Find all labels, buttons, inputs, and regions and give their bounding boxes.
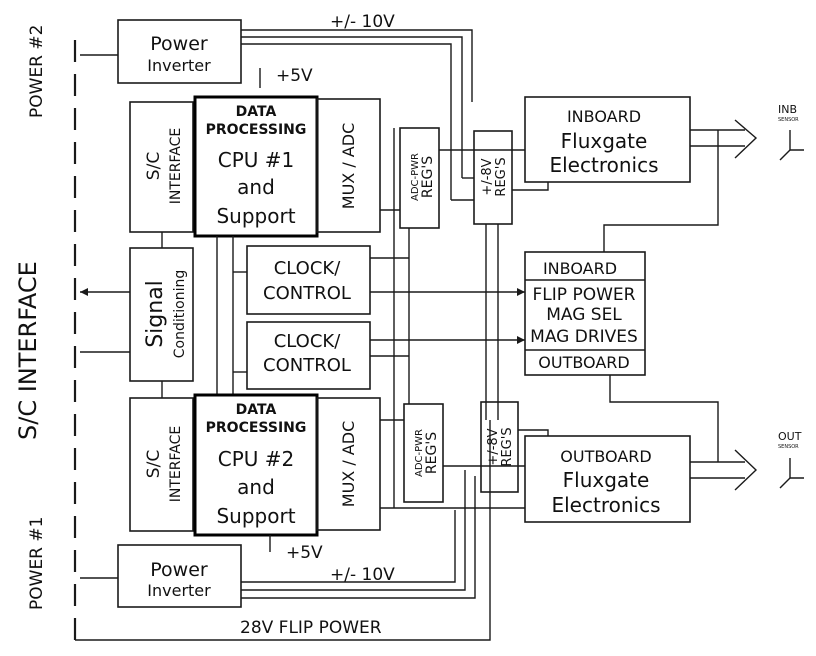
mux-adc-top — [316, 98, 381, 233]
cpu2-l2: PROCESSING — [206, 420, 307, 436]
outboard-fg-line2: Fluxgate — [563, 468, 650, 492]
flip-power-28v-line — [75, 420, 491, 641]
inb-sensor-label: INB — [778, 103, 797, 116]
rail-bottom-c — [241, 476, 476, 599]
cpu2-l1: DATA — [236, 402, 277, 418]
flip-box-r3: MAG SEL — [546, 305, 622, 325]
flip-box-r2: FLIP POWER — [533, 285, 636, 305]
inverter-top-line1: Power — [150, 33, 208, 55]
pm8-bottom-to-outboard — [518, 429, 549, 436]
out-chevron — [734, 449, 758, 491]
out-sensor-label: OUT — [778, 430, 802, 443]
mux-bottom-label: MUX / ADC — [339, 421, 358, 507]
signal-cond-line1: Signal — [143, 280, 168, 348]
clock-top-line1: CLOCK/ — [274, 258, 341, 279]
flip-power-mag-box — [524, 251, 646, 376]
flip-to-outboard — [609, 375, 719, 462]
flip-to-inboard — [603, 146, 719, 252]
cpu1-l5: Support — [216, 204, 295, 228]
inboard-fluxgate-box — [524, 96, 691, 183]
inb-sensor-axes — [789, 130, 804, 151]
inb-chevron — [734, 119, 758, 159]
pm8v-regs-bottom — [480, 401, 519, 493]
cpu2-l3: CPU #2 — [218, 447, 295, 471]
rail-bottom-5v: +5V — [286, 543, 323, 563]
pm8-top-line1: +/-8V — [480, 158, 495, 195]
inverter-top-line2: Inverter — [147, 56, 211, 75]
rail-top-a — [241, 29, 473, 102]
inb-sensor-sub: SENSOR — [778, 117, 799, 123]
pm8-bottom-line1: +/-8V — [486, 428, 501, 465]
out-sensor-sub: SENSOR — [778, 444, 799, 450]
out-sensor-axes — [789, 458, 804, 479]
clock-control-top — [246, 245, 371, 315]
adc-reg-top-line1: ADC-PWR — [410, 153, 421, 201]
sc-interface-side-label: S/C INTERFACE — [14, 261, 42, 440]
pm8-top-line2: REG'S — [494, 157, 509, 196]
arrow-flip-1 — [517, 288, 525, 296]
signal-cond-line2: Conditioning — [172, 270, 188, 358]
adc-reg-top-line2: REG'S — [420, 156, 436, 198]
adc-pwr-regs-top — [399, 127, 440, 229]
inverter-bottom-line1: Power — [150, 559, 208, 581]
adc-pwr-regs-bottom — [403, 403, 444, 503]
flip-box-r4: MAG DRIVES — [530, 327, 638, 347]
cpu1-l1: DATA — [236, 104, 277, 120]
rail-top-c — [241, 43, 452, 200]
inb-sensor-diag — [779, 149, 791, 161]
sigcond-arrow-left — [80, 288, 88, 296]
cpu1-l4: and — [237, 175, 275, 199]
pm8-top-to-inboard — [512, 182, 549, 191]
clock-bottom-line1: CLOCK/ — [274, 331, 341, 352]
sc-iface-top-line2: INTERFACE — [168, 128, 184, 204]
outboard-fg-line3: Electronics — [551, 493, 660, 517]
arrow-flip-2 — [517, 336, 525, 344]
sc-iface-bottom-line2: INTERFACE — [168, 426, 184, 502]
cpu2-l4: and — [237, 475, 275, 499]
sc-interface-bottom — [129, 397, 194, 532]
cpu1-l2: PROCESSING — [206, 122, 307, 138]
out-sensor-diag — [779, 477, 791, 489]
power2-label: POWER #2 — [27, 25, 47, 118]
power1-label: POWER #1 — [27, 517, 47, 610]
outboard-fg-line1: OUTBOARD — [560, 447, 651, 466]
power-inverter-top — [117, 19, 242, 84]
inboard-fg-line2: Fluxgate — [561, 129, 648, 153]
flip-box-r1: INBOARD — [543, 259, 617, 278]
adc-reg-bottom-line1: ADC-PWR — [414, 429, 425, 477]
mux-top-label: MUX / ADC — [339, 123, 358, 209]
sc-iface-top-line1: S/C — [144, 152, 164, 180]
flip-power-28v-label: 28V FLIP POWER — [240, 618, 382, 638]
cpu1-l3: CPU #1 — [218, 148, 295, 172]
mux-adc-bottom — [316, 397, 381, 531]
rail-bottom-pm10: +/- 10V — [330, 565, 395, 585]
rail-top-b — [241, 36, 463, 178]
flip-box-r5: OUTBOARD — [538, 353, 629, 372]
power-inverter-bottom — [117, 544, 242, 608]
pm8-bottom-line2: REG'S — [500, 427, 515, 466]
inverter-bottom-line2: Inverter — [147, 581, 211, 600]
clock-bottom-line2: CONTROL — [263, 355, 351, 376]
rail-top-pm10: +/- 10V — [330, 12, 395, 32]
inboard-fg-line1: INBOARD — [567, 107, 641, 126]
rail-bottom-b — [241, 470, 466, 591]
outboard-fluxgate-box — [524, 435, 691, 523]
clock-top-line2: CONTROL — [263, 283, 351, 304]
cpu2-l5: Support — [216, 504, 295, 528]
rail-bottom-a — [241, 510, 456, 583]
sc-iface-bottom-line1: S/C — [144, 450, 164, 478]
inboard-fg-line3: Electronics — [549, 153, 658, 177]
adc-reg-bottom-line2: REG'S — [424, 432, 440, 474]
rail-top-5v: +5V — [276, 66, 313, 86]
